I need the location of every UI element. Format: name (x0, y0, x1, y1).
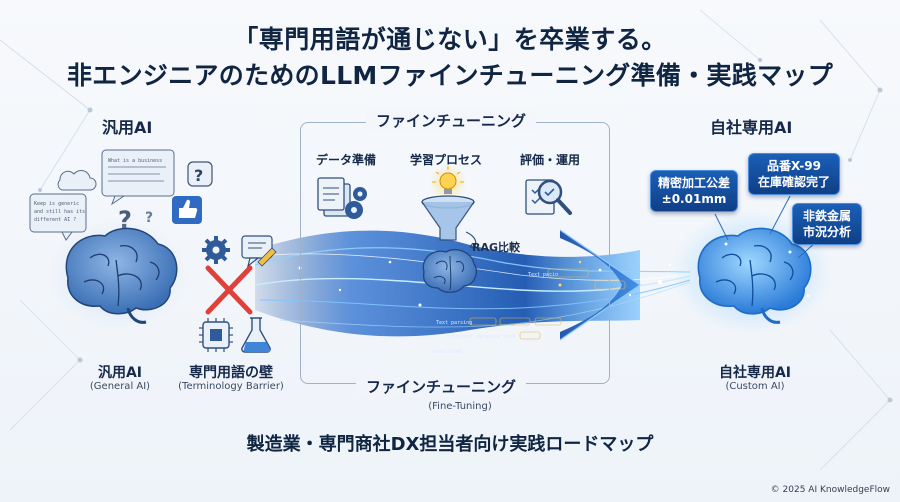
magnifier-check-icon (525, 179, 572, 215)
general-ai-label: 汎用AI (97, 365, 143, 381)
general-ai-brain (48, 220, 188, 330)
custom-ai-heading: 自社専用AI (710, 118, 793, 137)
custom-ai-label: 自社専用AI (718, 365, 792, 381)
badge-3-line-2: 市況分析 (802, 225, 851, 239)
badge-1-line-2: ±0.01mm (661, 192, 727, 206)
gear-icon (202, 236, 230, 264)
step-training: 学習プロセス (410, 153, 483, 167)
stream-code-labels: Text parsing retrieval database bond ass… (432, 268, 626, 355)
finetune-bottom-label: ファインチューニング (356, 376, 527, 397)
title-line-2: 非エンジニアのためのLLMファインチューニング準備・実践マップ (66, 61, 834, 90)
badge-precision-tolerance: 精密加工公差 ±0.01mm (650, 170, 738, 212)
thumbs-up-icon (172, 196, 202, 224)
copyright: © 2025 AI KnowledgeFlow (770, 485, 890, 495)
badge-3-line-1: 非鉄金属 (802, 209, 851, 223)
badge-metal-market: 非鉄金属 市況分析 (792, 203, 862, 245)
badge-2-line-2: 在庫確認完了 (757, 175, 830, 189)
funnel-icon (421, 195, 477, 249)
step-data-prep: データ準備 (316, 153, 377, 167)
roadmap-subtitle: 製造業・専門商社DX担当者向け実践ロードマップ (246, 434, 654, 455)
stream-text-2: retrieval database bond (446, 334, 515, 340)
bubble-text-1: What is a business (108, 158, 162, 164)
chat-bubbles: What is a business Keep is generic and s… (29, 149, 175, 241)
chip-icon (199, 318, 233, 352)
finetune-top-label: ファインチューニング (366, 110, 537, 131)
custom-ai-en-label: (Custom AI) (725, 381, 785, 392)
general-ai-en-label: (General AI) (89, 381, 151, 392)
cross-mark-icon (205, 265, 253, 315)
barrier-en-label: (Terminology Barrier) (178, 381, 284, 392)
svg-text:?: ? (194, 166, 203, 185)
badge-2-line-1: 品番X-99 (767, 159, 821, 173)
bubble-text-4: different AI ? (34, 217, 76, 223)
data-document-icon (317, 177, 367, 219)
step-evaluation: 評価・運用 (520, 153, 581, 167)
stream-text-1: Text parsing (436, 320, 472, 326)
big-arrow-icon (559, 229, 642, 341)
badge-part-stock: 品番X-99 在庫確認完了 (748, 153, 840, 195)
svg-text:?: ? (145, 210, 153, 226)
document-speech-icon (241, 235, 277, 268)
barrier-label: 専門用語の壁 (189, 365, 273, 381)
finetune-en-label: (Fine-Tuning) (428, 401, 492, 412)
stream-text-4: Text pacio (528, 272, 558, 278)
lightbulb-icon (430, 165, 466, 201)
stream-text-3: associated (432, 349, 462, 355)
learning-brain-icon (422, 249, 478, 293)
general-ai-heading: 汎用AI (102, 118, 153, 137)
rag-label: RAG比較 (472, 241, 521, 254)
bubble-text-3: and still has its (34, 209, 85, 215)
flask-icon (241, 317, 271, 353)
title-line-1: 「専門用語が通じない」を卒業する。 (233, 25, 667, 54)
bubble-text-2: Keep is generic (34, 201, 79, 207)
badge-1-line-1: 精密加工公差 (657, 176, 730, 190)
